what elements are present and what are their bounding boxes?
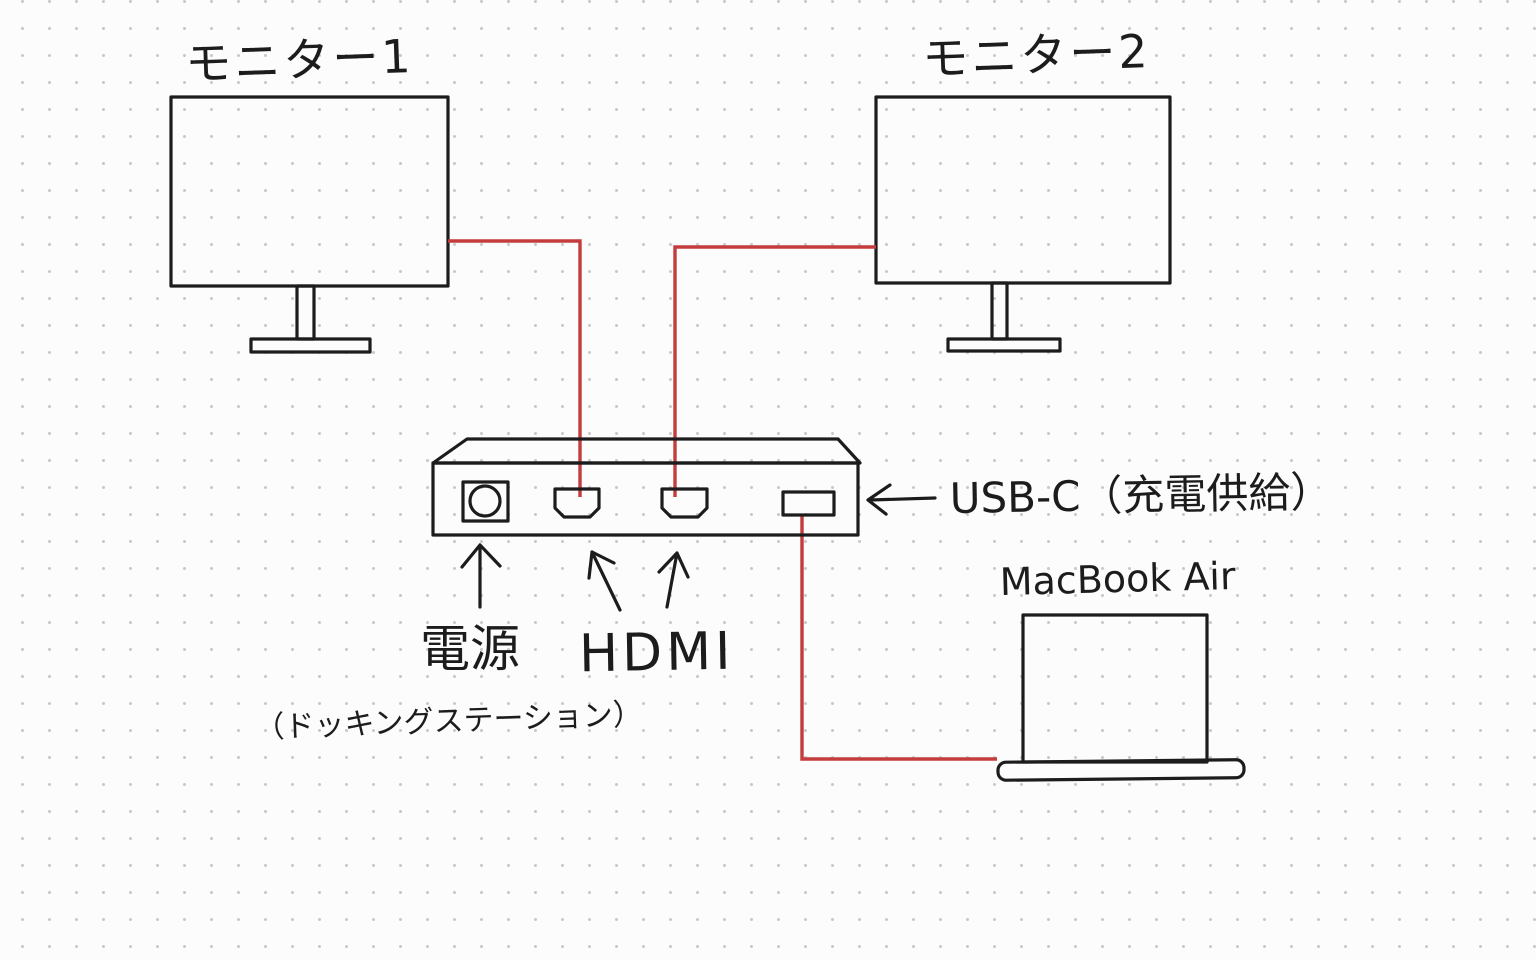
annotation-arrows	[460, 483, 937, 612]
monitor-2: モニター2	[874, 24, 1172, 353]
hdmi-port-1	[553, 487, 601, 519]
power-label: 電源	[420, 620, 520, 678]
hdmi-label: HDMI	[579, 622, 735, 685]
usb-c-label: USB-C（充電供給）	[949, 467, 1333, 523]
usb-c-port	[781, 490, 836, 517]
monitor-1: モニター1	[169, 29, 450, 354]
docking-station-label: （ドッキングステーション）	[254, 697, 643, 746]
monitor-1-stand-base	[249, 337, 372, 354]
annotation-labels: USB-C（充電供給） 電源 HDMI （ドッキングステーション）	[254, 467, 1333, 745]
power-arrow-icon	[460, 543, 502, 609]
monitor-2-stand-neck	[990, 281, 1009, 341]
power-dc-port	[461, 480, 510, 523]
hdmi-port-2	[660, 487, 709, 519]
macbook-air: MacBook Air	[996, 554, 1246, 782]
docking-station	[431, 437, 862, 537]
cable-monitor-1-to-hdmi-1	[448, 239, 582, 497]
monitor-1-label: モニター1	[184, 29, 414, 91]
cables	[448, 239, 997, 761]
monitor-1-stand-neck	[295, 284, 316, 341]
monitor-2-label: モニター2	[921, 24, 1151, 86]
dock-front-face	[431, 461, 860, 537]
macbook-screen	[1021, 613, 1209, 764]
dock-top-face	[431, 437, 862, 465]
power-dc-pin-icon	[468, 484, 502, 518]
macbook-label: MacBook Air	[999, 554, 1236, 604]
cable-monitor-2-to-hdmi-2	[673, 245, 876, 497]
usb-c-arrow-icon	[866, 483, 937, 516]
monitor-1-screen	[169, 95, 450, 288]
monitor-2-screen	[874, 95, 1172, 285]
monitor-2-stand-base	[946, 337, 1062, 353]
hdmi-arrow-1-icon	[587, 550, 622, 612]
cable-usb-c-to-macbook	[800, 516, 997, 761]
macbook-base	[996, 758, 1246, 782]
hdmi-arrow-2-icon	[657, 551, 690, 609]
